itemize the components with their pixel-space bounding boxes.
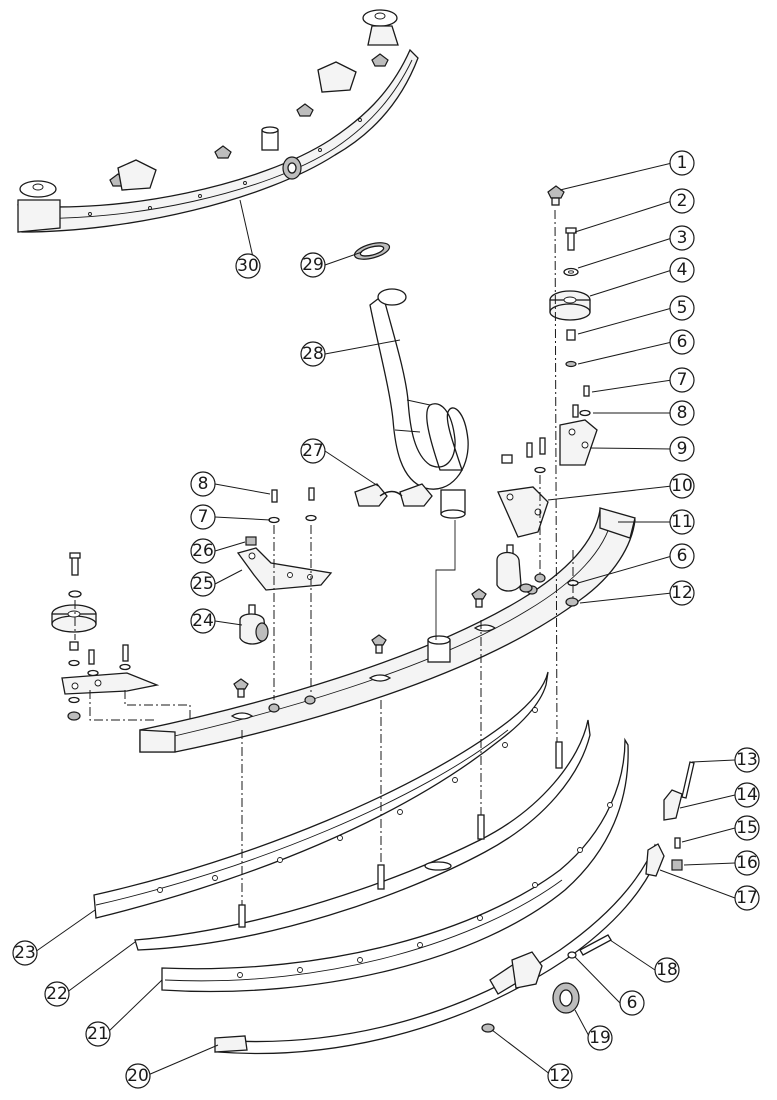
svg-text:12: 12	[671, 583, 693, 603]
callout-11: 11	[669, 509, 695, 535]
svg-text:22: 22	[46, 984, 68, 1004]
callout-28: 28	[300, 341, 326, 367]
right-caster-stack	[496, 227, 598, 607]
callout-30: 30	[235, 253, 261, 279]
svg-text:23: 23	[14, 943, 36, 963]
blade-21	[161, 737, 629, 993]
svg-text:9: 9	[677, 439, 688, 459]
svg-text:7: 7	[198, 507, 209, 527]
callout-1: 1	[669, 150, 695, 176]
callout-15: 15	[734, 815, 760, 841]
squeegee-assembly-30	[17, 9, 419, 233]
alignment-lines	[74, 209, 574, 905]
left-caster-stack	[51, 487, 333, 721]
svg-text:17: 17	[736, 888, 758, 908]
callout-8: 8	[669, 400, 695, 426]
svg-text:12: 12	[549, 1066, 571, 1086]
svg-text:7: 7	[677, 370, 688, 390]
svg-text:10: 10	[671, 476, 693, 496]
callout-14: 14	[734, 782, 760, 808]
callout-23: 23	[12, 940, 38, 966]
svg-text:5: 5	[677, 298, 688, 318]
callout-22: 22	[44, 981, 70, 1007]
svg-text:3: 3	[677, 228, 688, 248]
hose-clamp-29	[353, 242, 391, 260]
callout-8b: 8	[190, 471, 216, 497]
callout-13: 13	[734, 747, 760, 773]
callout-17: 17	[734, 885, 760, 911]
svg-text:6: 6	[627, 993, 638, 1013]
svg-text:30: 30	[237, 256, 259, 276]
callout-3: 3	[669, 225, 695, 251]
bracket-27	[354, 483, 433, 507]
svg-text:26: 26	[192, 541, 214, 561]
callout-12b: 12	[547, 1063, 573, 1089]
svg-text:11: 11	[671, 512, 693, 532]
svg-text:8: 8	[198, 474, 209, 494]
callout-25: 25	[190, 571, 216, 597]
svg-text:28: 28	[302, 344, 324, 364]
knobs-1-on-frame	[233, 185, 565, 698]
main-frame-11	[139, 507, 636, 753]
callout-21: 21	[85, 1021, 111, 1047]
callout-4: 4	[669, 257, 695, 283]
callout-6b: 6	[669, 543, 695, 569]
callout-26: 26	[190, 538, 216, 564]
hose-28	[369, 288, 469, 519]
callout-6c: 6	[619, 990, 645, 1016]
svg-text:20: 20	[127, 1066, 149, 1086]
callout-2: 2	[669, 188, 695, 214]
callout-5: 5	[669, 295, 695, 321]
callout-6: 6	[669, 329, 695, 355]
svg-text:21: 21	[87, 1024, 109, 1044]
svg-text:2: 2	[677, 191, 688, 211]
svg-text:4: 4	[677, 260, 688, 280]
callout-20: 20	[125, 1063, 151, 1089]
callout-7b: 7	[190, 504, 216, 530]
svg-text:29: 29	[302, 255, 324, 275]
svg-text:16: 16	[736, 853, 758, 873]
svg-text:14: 14	[736, 785, 758, 805]
callout-16: 16	[734, 850, 760, 876]
callout-7: 7	[669, 367, 695, 393]
svg-text:24: 24	[192, 611, 214, 631]
svg-text:25: 25	[192, 574, 214, 594]
end-hardware	[481, 761, 695, 1033]
svg-text:6: 6	[677, 546, 688, 566]
pins	[238, 741, 563, 928]
blade-22	[134, 719, 591, 951]
svg-text:8: 8	[677, 403, 688, 423]
callout-24: 24	[190, 608, 216, 634]
svg-text:13: 13	[736, 750, 758, 770]
svg-text:15: 15	[736, 818, 758, 838]
callouts: 1 2 3 4 5 6 7 8 9 10 11 6 12 13 14 15 16…	[12, 150, 760, 1089]
callout-10: 10	[669, 473, 695, 499]
blade-holes	[157, 707, 613, 978]
svg-text:18: 18	[656, 960, 678, 980]
callout-27: 27	[300, 438, 326, 464]
svg-text:6: 6	[677, 332, 688, 352]
callout-9: 9	[669, 436, 695, 462]
callout-19: 19	[587, 1025, 613, 1051]
callout-12: 12	[669, 580, 695, 606]
svg-text:1: 1	[677, 153, 688, 173]
leader-lines	[34, 162, 736, 1079]
svg-text:27: 27	[302, 441, 324, 461]
callout-29: 29	[300, 252, 326, 278]
callout-18: 18	[654, 957, 680, 983]
svg-text:19: 19	[589, 1028, 611, 1048]
